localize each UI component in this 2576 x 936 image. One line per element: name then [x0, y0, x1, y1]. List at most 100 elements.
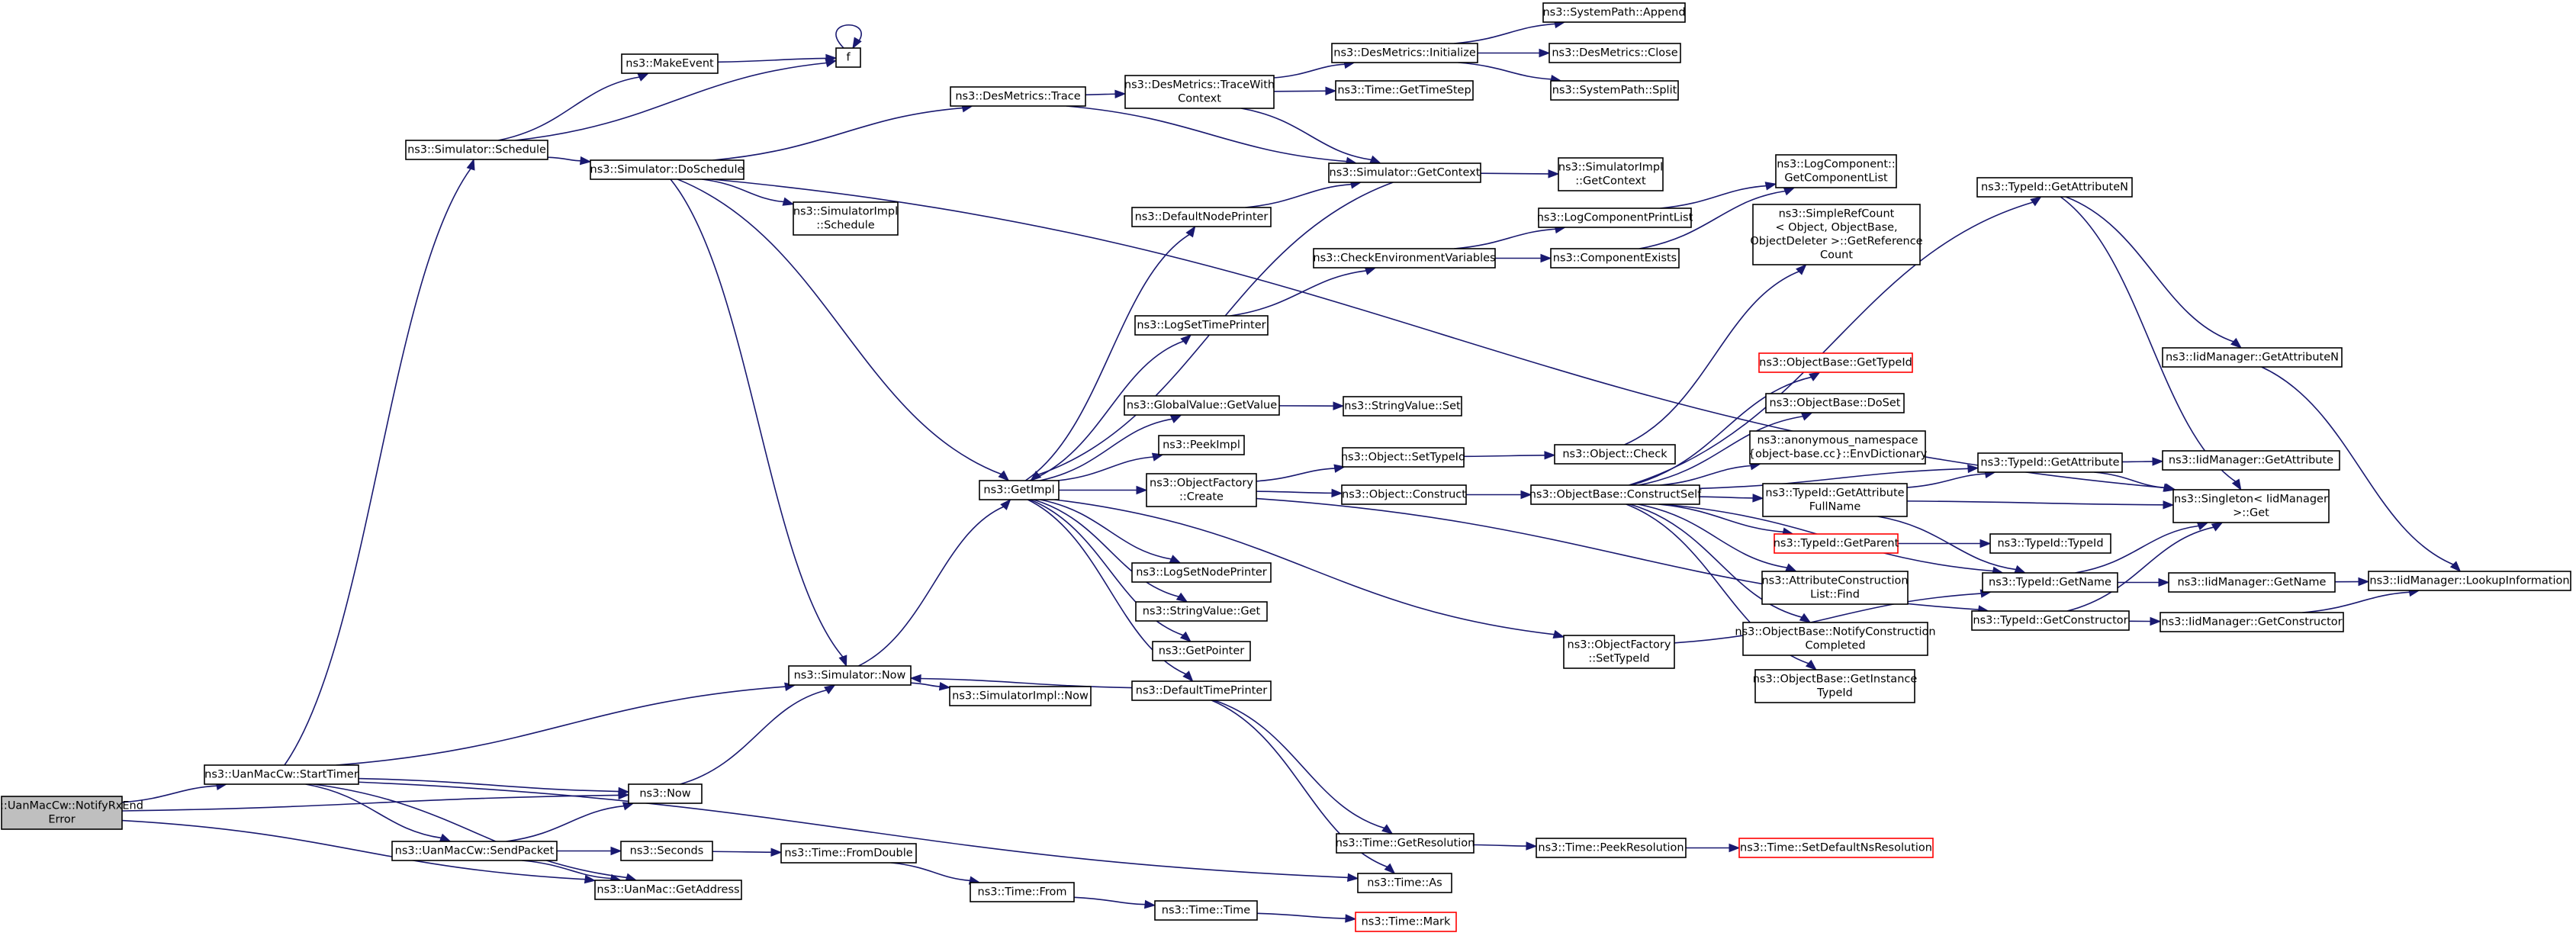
node-logsettimeprinter[interactable]: ns3::LogSetTimePrinter	[1134, 315, 1269, 336]
node-box	[1765, 393, 1905, 413]
node-impl-schedule[interactable]: ns3::SimulatorImpl::Schedule	[793, 201, 899, 236]
node-objectfactory-settypeid[interactable]: ns3::ObjectFactory::SetTypeId	[1563, 635, 1675, 669]
node-initialize[interactable]: ns3::DesMetrics::Initialize	[1331, 43, 1478, 63]
edge-doschedule-to-simulator_now	[670, 179, 847, 667]
node-box	[1971, 610, 2130, 631]
node-label: ::GetContext	[1575, 175, 1646, 188]
node-getaddress[interactable]: ns3::UanMac::GetAddress	[594, 880, 742, 900]
node-getresolution[interactable]: ns3::Time::GetResolution	[1336, 833, 1475, 854]
node-notifyconstruction[interactable]: ns3::ObjectBase::NotifyConstructionCompl…	[1735, 622, 1936, 656]
node-label: ns3::TypeId::GetParent	[1774, 538, 1899, 550]
node-time-mark[interactable]: ns3::Time::Mark	[1355, 912, 1457, 932]
node-fromdouble[interactable]: ns3::Time::FromDouble	[780, 843, 917, 864]
edge-defaulttimeprinter-to-simulator_now	[909, 674, 1133, 689]
node-typeid-typeid[interactable]: ns3::TypeId::TypeId	[1989, 533, 2111, 554]
node-singleton-get[interactable]: ns3::Singleton< IidManager>::Get	[2172, 489, 2330, 523]
node-componentexists[interactable]: ns3::ComponentExists	[1550, 248, 1680, 269]
node-peekimpl[interactable]: ns3::PeekImpl	[1158, 435, 1245, 455]
node-getattributen[interactable]: ns3::TypeId::GetAttributeN	[1976, 177, 2133, 198]
node-envdictionary[interactable]: ns3::anonymous_namespace{object-base.cc}…	[1748, 430, 1928, 465]
node-getcomponentlist[interactable]: ns3::LogComponent::GetComponentList	[1775, 154, 1897, 188]
node-box	[1758, 352, 1913, 373]
node-typeid-getconstructor[interactable]: ns3::TypeId::GetConstructor	[1971, 610, 2130, 631]
node-append[interactable]: ns3::SystemPath::Append	[1542, 2, 1686, 23]
edge-checkenv-to-logcompprintlist	[1454, 224, 1567, 249]
node-schedule[interactable]: ns3::Simulator::Schedule	[405, 140, 548, 160]
node-defaultnodeprinter[interactable]: ns3::DefaultNodePrinter	[1131, 207, 1272, 227]
node-box	[1548, 43, 1681, 63]
node-getcontext[interactable]: ns3::Simulator::GetContext	[1328, 162, 1481, 183]
node-getimpl[interactable]: ns3::GetImpl	[979, 480, 1060, 500]
edge-sendpacket-to-now	[506, 802, 635, 842]
node-label: ns3::Simulator::DoSchedule	[590, 164, 744, 176]
node-label: ns3::DefaultTimePrinter	[1136, 685, 1267, 697]
node-desmetrics-trace[interactable]: ns3::DesMetrics::Trace	[950, 86, 1086, 107]
edge-makeevent-to-f	[717, 53, 838, 63]
node-getrefcount[interactable]: ns3::SimpleRefCount< Object, ObjectBase,…	[1750, 204, 1923, 265]
node-iid-getattribute[interactable]: ns3::IidManager::GetAttribute	[2162, 450, 2340, 471]
node-objectbase-doset[interactable]: ns3::ObjectBase::DoSet	[1765, 393, 1905, 413]
node-box	[391, 841, 558, 861]
node-getpointer[interactable]: ns3::GetPointer	[1152, 641, 1251, 661]
node-objectfactory-create[interactable]: ns3::ObjectFactory::Create	[1146, 473, 1257, 507]
node-object-settypeid[interactable]: ns3::Object::SetTypeId	[1341, 447, 1465, 468]
node-peekresolution[interactable]: ns3::Time::PeekResolution	[1536, 838, 1687, 858]
node-doschedule[interactable]: ns3::Simulator::DoSchedule	[590, 159, 744, 180]
node-time-as[interactable]: ns3::Time::As	[1357, 873, 1452, 893]
node-logcompprintlist[interactable]: ns3::LogComponentPrintList	[1537, 207, 1693, 228]
node-gettimestep[interactable]: ns3::Time::GetTimeStep	[1335, 80, 1474, 101]
edge-doschedule-to-getimpl	[677, 179, 1010, 481]
edge-iid_getattributen-to-lookupinformation	[2261, 366, 2462, 572]
node-box	[2368, 571, 2571, 591]
node-iid-getconstructor[interactable]: ns3::IidManager::GetConstructor	[2160, 612, 2344, 632]
node-close[interactable]: ns3::DesMetrics::Close	[1548, 43, 1681, 63]
node-label: FullName	[1809, 501, 1861, 513]
node-f[interactable]: f	[835, 47, 861, 68]
node-label: ns3::TypeId::GetName	[1989, 577, 2111, 589]
node-globalvalue-getvalue[interactable]: ns3::GlobalValue::GetValue	[1124, 395, 1280, 416]
node-objectbase-gettypeid[interactable]: ns3::ObjectBase::GetTypeId	[1758, 352, 1913, 373]
node-box	[2172, 489, 2330, 523]
node-box	[2162, 347, 2343, 368]
node-getparent[interactable]: ns3::TypeId::GetParent	[1774, 533, 1899, 554]
node-time-time[interactable]: ns3::Time::Time	[1154, 900, 1258, 921]
node-starttimer[interactable]: ns3::UanMacCw::StartTimer	[204, 764, 359, 785]
node-lookupinformation[interactable]: ns3::IidManager::LookupInformation	[2368, 571, 2571, 591]
node-simulator-now[interactable]: ns3::Simulator::Now	[788, 665, 912, 686]
node-box	[1550, 80, 1679, 101]
node-checkenv[interactable]: ns3::CheckEnvironmentVariables	[1313, 248, 1496, 269]
node-impl-getcontext[interactable]: ns3::SimulatorImpl::GetContext	[1558, 157, 1664, 191]
edge-starttimer-to-now	[358, 777, 630, 796]
node-object-construct[interactable]: ns3::Object::Construct	[1341, 484, 1467, 505]
node-time-from[interactable]: ns3::Time::From	[970, 882, 1075, 902]
node-defaulttimeprinter[interactable]: ns3::DefaultTimePrinter	[1131, 680, 1272, 701]
node-setdefaultnsres[interactable]: ns3::Time::SetDefaultNsResolution	[1738, 838, 1934, 858]
node-now[interactable]: ns3::Now	[628, 783, 703, 804]
node-box	[204, 764, 359, 785]
node-constructself[interactable]: ns3::ObjectBase::ConstructSelf	[1529, 484, 1702, 505]
node-stringvalue-set[interactable]: ns3::StringValue::Set	[1343, 396, 1462, 417]
node-split[interactable]: ns3::SystemPath::Split	[1550, 80, 1679, 101]
node-typeid-getattribute[interactable]: ns3::TypeId::GetAttribute	[1977, 452, 2123, 473]
edge-getattrfullname-to-singleton_get	[1906, 500, 2175, 510]
node-box	[1328, 162, 1481, 183]
node-iid-getattributen[interactable]: ns3::IidManager::GetAttributeN	[2162, 347, 2343, 368]
node-label: ns3::LogComponent::	[1777, 159, 1896, 171]
node-box	[1336, 833, 1475, 854]
node-typeid-getname[interactable]: ns3::TypeId::GetName	[1982, 572, 2118, 593]
node-seconds[interactable]: ns3::Seconds	[620, 841, 713, 861]
edge-getattributen-to-singleton_get	[2060, 196, 2242, 491]
node-makeevent[interactable]: ns3::MakeEvent	[621, 53, 719, 74]
node-iid-getname[interactable]: ns3::IidManager::GetName	[2168, 572, 2336, 593]
node-simulatorimpl-now[interactable]: ns3::SimulatorImpl::Now	[949, 686, 1092, 706]
node-object-check[interactable]: ns3::Object::Check	[1554, 444, 1676, 465]
node-box	[1542, 2, 1686, 23]
node-logsetnodeprinter[interactable]: ns3::LogSetNodePrinter	[1131, 562, 1272, 583]
node-stringvalue-get[interactable]: ns3::StringValue::Get	[1135, 601, 1268, 622]
node-sendpacket[interactable]: ns3::UanMacCw::SendPacket	[391, 841, 558, 861]
